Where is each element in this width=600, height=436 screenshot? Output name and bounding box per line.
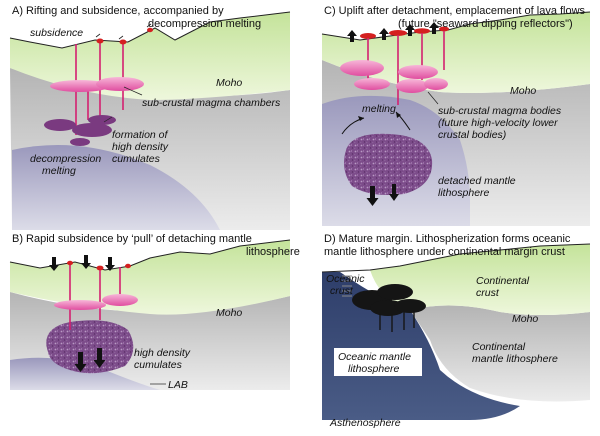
panel-c-title-line2: (future "seaward dipping reflectors") [398,18,573,30]
lava-flows-c [360,26,449,39]
decompression-label-line2: melting [42,165,76,177]
subsidence-label: subsidence [30,27,83,39]
continental-crust-label-line2: crust [476,287,500,299]
panel-b-title-line1: B) Rapid subsidence by ‘pull’ of detachi… [12,233,252,245]
detaching-cumulates-b [46,320,134,374]
subsidence-arrows-b [49,255,115,271]
panel-c-title-line1: C) Uplift after detachment, emplacement … [324,5,586,17]
cumulates-a [44,115,116,146]
pull-arrows-b [74,348,106,372]
detached-label-line1: detached mantle [438,175,516,187]
continental-crust-c [322,12,590,93]
panel-d-title-line1: D) Mature margin. Lithospherization form… [324,233,571,245]
lava-a [96,27,153,45]
panel-a-title-line1: A) Rifting and subsidence, accompanied b… [12,5,224,17]
detached-label-line2: lithosphere [438,187,490,199]
cumulates-label-a-line2: high density [112,141,169,153]
faults-a [95,23,152,40]
asthenosphere-label: Asthenosphere [329,417,401,429]
continental-crust-b [10,240,290,315]
cumulates-label-b-line1: high density [134,347,191,359]
lava-b [67,260,131,271]
magma-chambers-b [54,294,138,310]
magma-bodies-c [340,60,448,93]
cumulates-label-a-line1: formation of [112,129,169,141]
oceanic-mantle-label-line1: Oceanic mantle [338,351,411,363]
lab-label: LAB [168,379,188,391]
uplift-arrows-c [347,22,439,42]
panel-b-title-line2: lithosphere [246,246,300,258]
asthenosphere-b [10,357,160,390]
magma-bodies-label-line3: crustal bodies) [438,129,506,141]
panel-a: A) Rifting and subsidence, accompanied b… [9,5,291,230]
continental-crust-d [370,244,590,315]
continental-mantle-label-line2: mantle lithosphere [472,353,558,365]
leaders-a [103,86,143,123]
panel-a-title-line2: decompression melting [148,18,261,30]
surface-line-a [9,11,291,49]
moho-label-c: Moho [510,85,536,97]
cumulates-label-b-line2: cumulates [134,359,183,371]
sinking-arrows-c [366,184,399,206]
continental-mantle-lithosphere-d [410,305,590,402]
oceanic-crust-label-line2: crust [330,285,354,297]
magma-bodies-label-line1: sub-crustal magma bodies [438,105,562,117]
convection-arrowheads-c [358,112,401,121]
detached-mantle-lithosphere-c [344,133,433,195]
oceanic-crust-label-line1: Oceanic [326,273,365,285]
melting-label: melting [362,103,396,115]
magma-chambers-a [50,77,144,92]
surface-line-c [321,11,591,41]
asthenosphere-upwelling-a [12,145,220,230]
continental-mantle-label-line1: Continental [472,341,526,353]
leaders-c [427,91,439,105]
surface-line-d [321,243,591,273]
moho-label-b: Moho [216,307,242,319]
moho-label-a: Moho [216,77,242,89]
basalt-bodies-d [352,284,426,316]
magma-chambers-label: sub-crustal magma chambers [142,97,281,109]
continental-crust-a [10,12,290,100]
decompression-label-line1: decompression [30,153,101,165]
basalt-dykes-d [379,310,415,332]
panel-c: C) Uplift after detachment, emplacement … [321,5,591,226]
cumulates-label-a-line3: cumulates [112,153,161,165]
panel-d: D) Mature margin. Lithospherization form… [321,233,591,430]
oceanic-mantle-label-line2: lithosphere [348,363,400,375]
panel-d-title-line2: mantle lithosphere under continental mar… [324,246,565,258]
oceanic-crust-dykes-d [342,275,352,297]
panel-b: B) Rapid subsidence by ‘pull’ of detachi… [9,233,300,391]
continental-crust-label-line1: Continental [476,275,530,287]
oceanic-mantle-label-bg [334,348,422,376]
moho-label-d: Moho [512,313,538,325]
magma-bodies-label-line2: (future high-velocity lower [438,117,558,129]
